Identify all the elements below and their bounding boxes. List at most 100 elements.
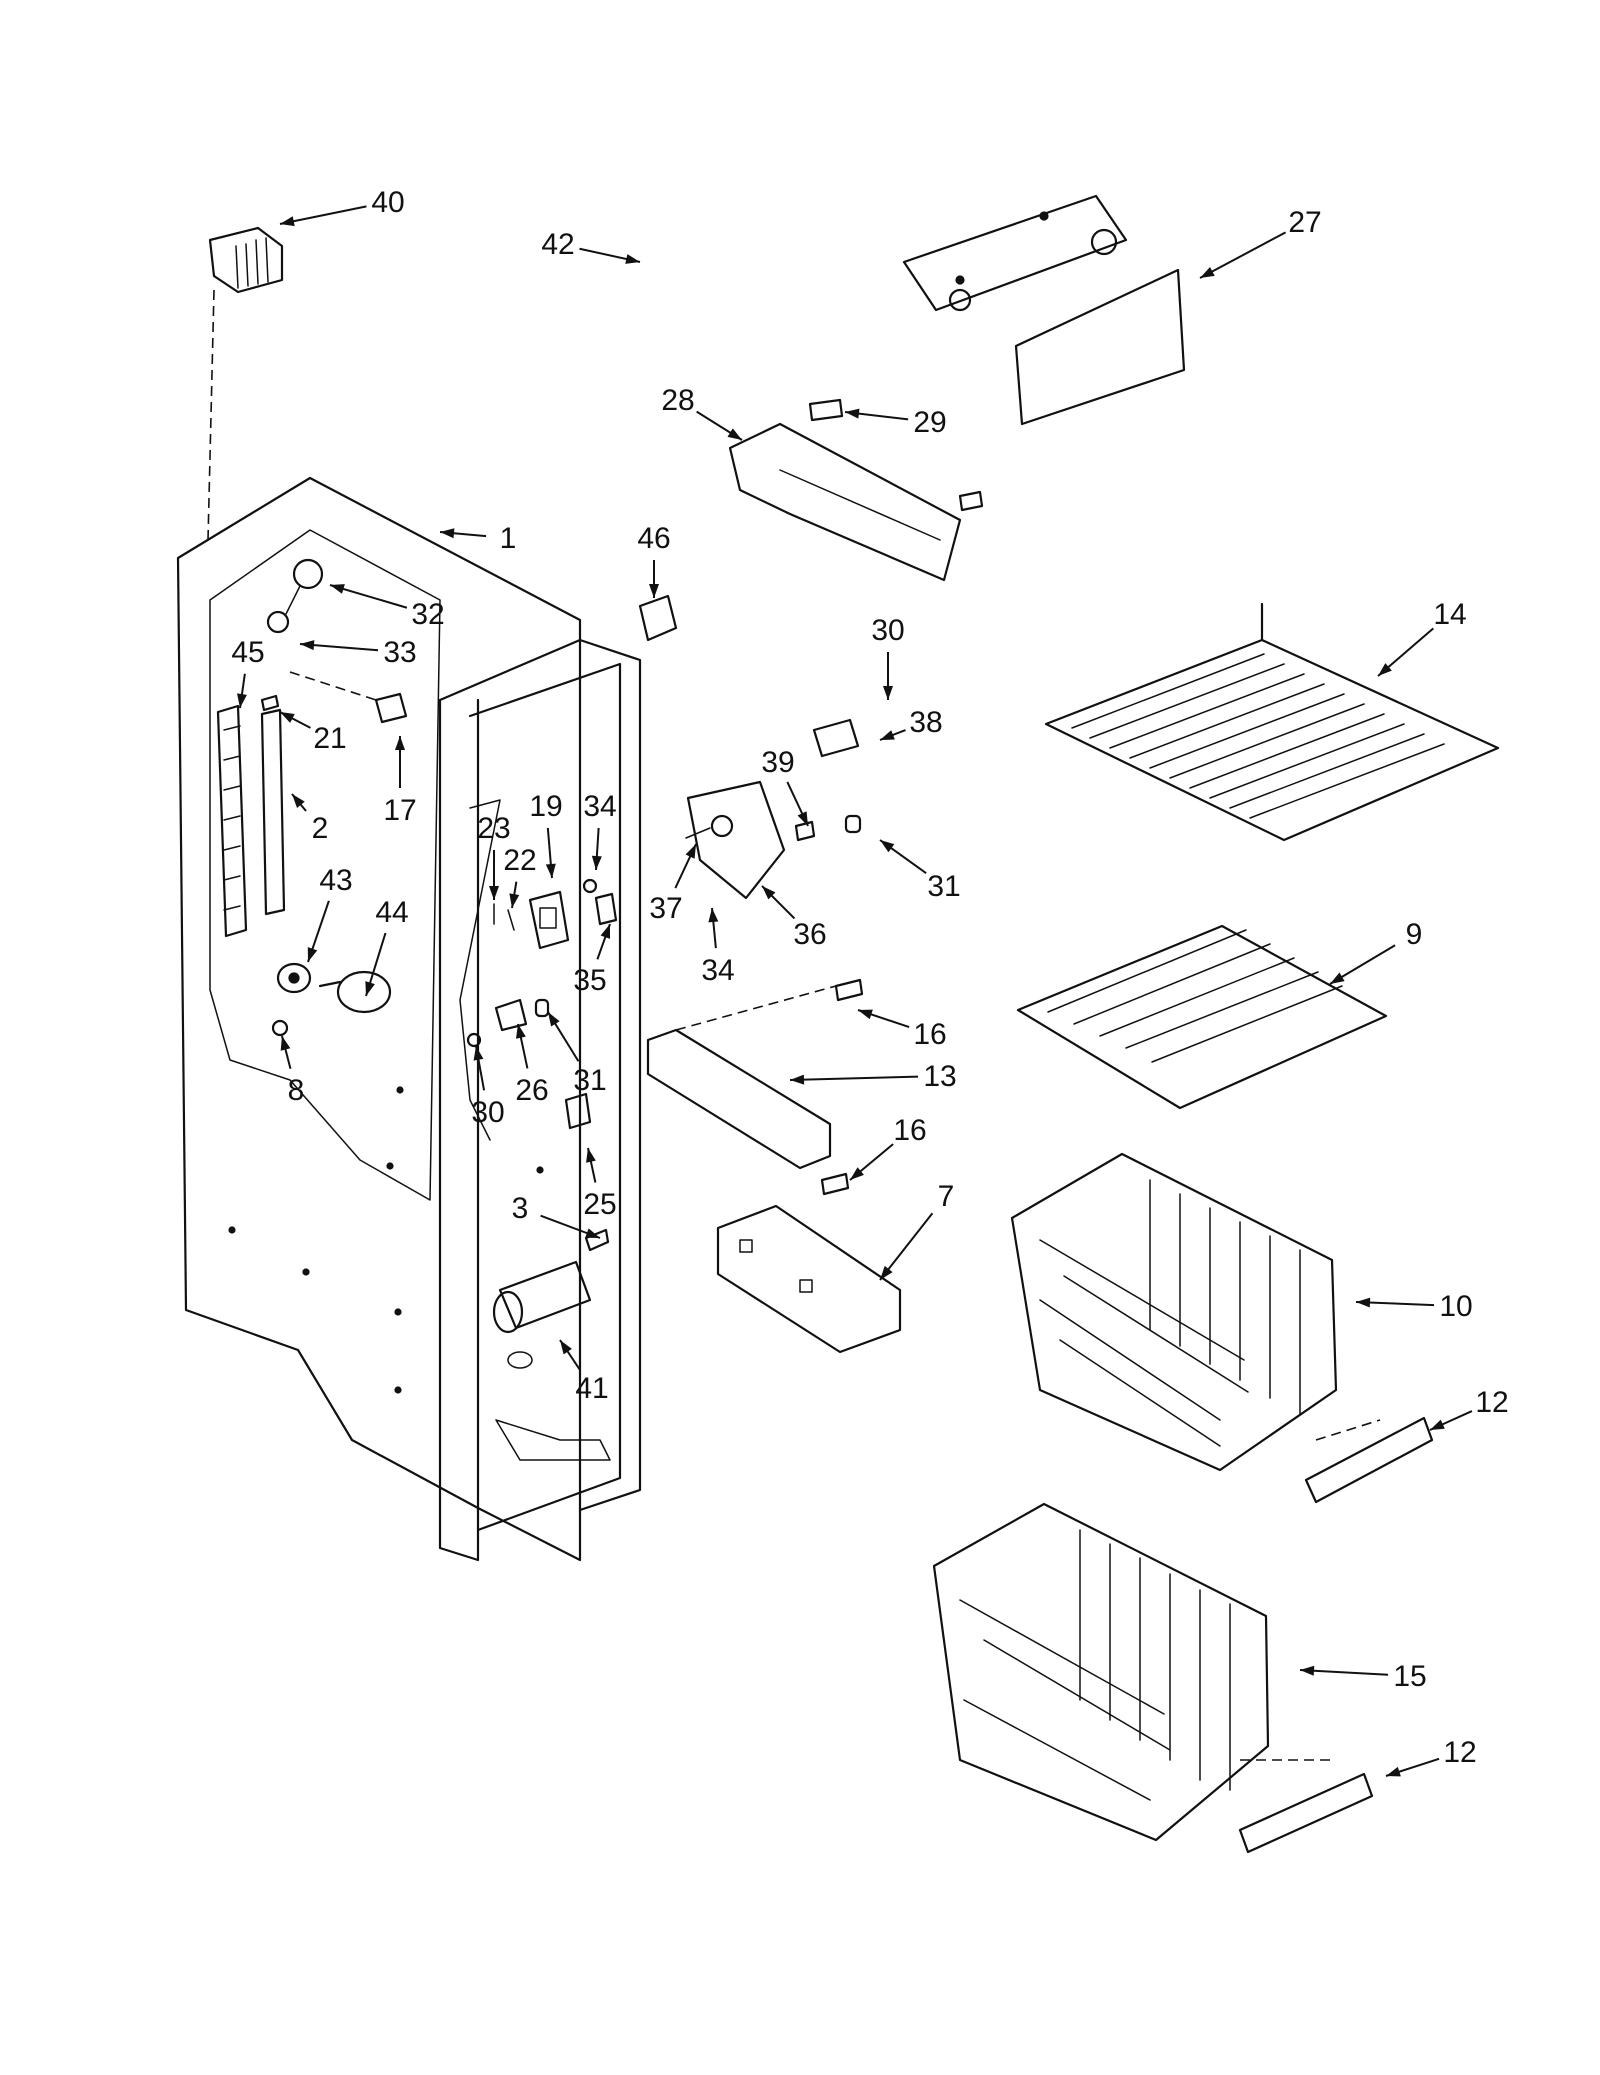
callout-label: 34 <box>583 790 616 823</box>
part-12-handle-top <box>1304 1416 1434 1504</box>
callout-c16b: 16 <box>849 1114 927 1181</box>
callout-c12a: 12 <box>1429 1386 1509 1431</box>
leader-arrowhead <box>237 693 247 708</box>
callout-c10: 10 <box>1355 1290 1473 1323</box>
part-38-bracket <box>812 718 860 758</box>
callout-c19: 19 <box>529 790 563 879</box>
callout-label: 35 <box>573 964 606 997</box>
callout-c36: 36 <box>761 885 827 951</box>
part-42-hinge-bracket <box>902 194 1128 312</box>
callout-c14: 14 <box>1377 598 1467 677</box>
callout-c15: 15 <box>1299 1660 1427 1693</box>
part-10-wire-basket <box>1010 1152 1338 1472</box>
part-41-damper <box>492 1260 592 1334</box>
callout-c34b: 34 <box>701 907 735 987</box>
leader-line <box>879 1212 934 1281</box>
leader-arrowhead <box>489 886 499 900</box>
callout-c21: 21 <box>279 711 347 755</box>
part-45-shelf-rail <box>216 704 248 938</box>
callout-label: 43 <box>319 864 352 897</box>
callout-label: 22 <box>503 844 536 877</box>
part-36-fan-cover <box>686 780 786 900</box>
callout-c23: 23 <box>477 812 511 900</box>
leader-arrowhead <box>516 1024 526 1039</box>
leader-line <box>789 1075 919 1081</box>
leader-arrowhead <box>545 863 556 878</box>
callout-label: 30 <box>471 1096 504 1129</box>
callout-c41: 41 <box>559 1339 609 1405</box>
callout-c9: 9 <box>1329 918 1423 985</box>
callout-label: 8 <box>288 1074 305 1107</box>
leader-arrowhead <box>365 981 375 996</box>
part-37-pin <box>685 827 711 839</box>
callout-label: 9 <box>1406 918 1423 951</box>
part-28-rail-bracket <box>728 422 962 582</box>
leader-arrowhead <box>790 1074 805 1085</box>
leader-arrowhead <box>1300 1665 1315 1676</box>
callout-label: 17 <box>383 794 416 827</box>
part-15-wire-basket <box>932 1502 1270 1842</box>
callout-c40: 40 <box>279 186 405 227</box>
callout-c2: 2 <box>291 793 328 845</box>
leader-line <box>279 205 367 225</box>
callout-c39: 39 <box>761 746 809 827</box>
callout-c25: 25 <box>583 1147 617 1221</box>
leader-arrowhead <box>560 1340 572 1355</box>
callout-label: 31 <box>573 1064 606 1097</box>
leader-arrowhead <box>880 1265 893 1280</box>
part-44-light-bulb <box>318 970 392 1014</box>
callout-c1: 1 <box>439 522 516 555</box>
callout-c38: 38 <box>879 706 943 741</box>
callout-label: 39 <box>761 746 794 779</box>
callout-label: 32 <box>411 598 444 631</box>
callout-label: 31 <box>927 870 960 903</box>
callout-c42: 42 <box>541 228 641 264</box>
callout-label: 36 <box>793 918 826 951</box>
callout-label: 16 <box>913 1018 946 1051</box>
callout-label: 45 <box>231 636 264 669</box>
callout-c29a: 29 <box>844 406 947 439</box>
part-25-switch <box>564 1092 592 1130</box>
leader-arrowhead <box>548 1012 560 1027</box>
leader-arrowhead <box>880 730 895 740</box>
leader-arrowhead <box>1356 1297 1371 1308</box>
callout-label: 10 <box>1439 1290 1472 1323</box>
callout-label: 13 <box>923 1060 956 1093</box>
callout-c28: 28 <box>661 384 743 441</box>
callout-label: 3 <box>512 1192 529 1225</box>
callout-label: 19 <box>529 790 562 823</box>
leader-arrowhead <box>1330 972 1345 984</box>
callout-c31b: 31 <box>547 1011 607 1097</box>
callout-label: 12 <box>1475 1386 1508 1419</box>
part-31-grommet <box>844 814 862 834</box>
leader-arrowhead <box>307 947 318 962</box>
leader-arrowhead <box>440 528 455 539</box>
callout-c7: 7 <box>879 1180 954 1281</box>
callout-label: 12 <box>1443 1736 1476 1769</box>
callout-c30a: 30 <box>871 614 905 700</box>
callout-label: 21 <box>313 722 346 755</box>
part-34-screw <box>582 878 598 894</box>
part-3-screw <box>584 1228 610 1252</box>
callout-c45: 45 <box>231 636 265 709</box>
part-16-screw <box>820 978 864 1196</box>
callout-label: 30 <box>871 614 904 647</box>
callout-c8: 8 <box>280 1035 305 1107</box>
leader-arrowhead <box>509 893 520 908</box>
part-21-screw <box>260 694 280 712</box>
part-9-wire-shelf <box>1016 924 1388 1110</box>
callout-c37: 37 <box>649 843 697 925</box>
part-1-freezer-liner <box>176 476 642 1562</box>
leader-arrowhead <box>591 855 602 870</box>
leader-arrowhead <box>395 736 405 750</box>
part-27-cover-panel <box>1014 268 1186 426</box>
callout-label: 34 <box>701 954 734 987</box>
leader-arrowhead <box>797 811 808 826</box>
callout-label: 38 <box>909 706 942 739</box>
part-22-pin <box>507 909 515 931</box>
callout-label: 33 <box>383 636 416 669</box>
part-12-handle-bottom <box>1238 1759 1374 1854</box>
leader-arrowhead <box>685 844 696 859</box>
part-29-screw <box>808 398 984 512</box>
leader-arrowhead <box>1200 267 1215 278</box>
